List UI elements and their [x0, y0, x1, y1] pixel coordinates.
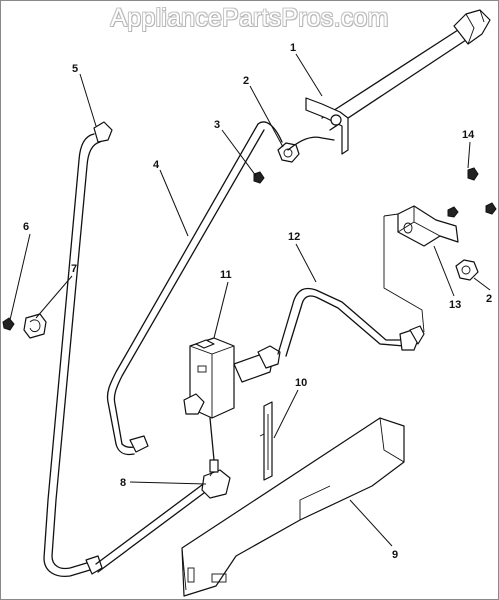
callout-12: 12	[288, 231, 300, 243]
part-1-manifold-pipe[interactable]	[305, 9, 491, 155]
part-12-tube[interactable]	[277, 287, 425, 357]
callout-13: 13	[449, 299, 461, 311]
part-8-fitting[interactable]	[201, 459, 231, 499]
watermark: AppliancePartsPros.com	[110, 4, 389, 32]
part-10-bracket[interactable]	[259, 401, 273, 481]
part-5-tube[interactable]	[43, 121, 217, 578]
part-9-panel[interactable]	[181, 417, 405, 597]
part-2-nut-upper[interactable]	[277, 142, 300, 163]
callout-11: 11	[220, 269, 232, 281]
callout-2-upper: 2	[243, 75, 249, 87]
part-2-nut-lower[interactable]	[455, 259, 479, 281]
callout-10: 10	[295, 377, 307, 389]
callout-7: 7	[71, 263, 77, 275]
callout-4: 4	[153, 159, 160, 171]
callout-2-lower: 2	[486, 293, 492, 305]
callout-8: 8	[120, 477, 126, 489]
callout-3: 3	[214, 119, 220, 131]
part-6-screw[interactable]	[2, 317, 15, 331]
callout-6: 6	[23, 221, 29, 233]
part-3-screw[interactable]	[253, 171, 265, 184]
callout-5: 5	[72, 63, 78, 75]
part-13-bracket[interactable]	[383, 205, 459, 333]
part-14-screws[interactable]	[447, 167, 497, 218]
part-7-clip[interactable]	[23, 313, 47, 339]
callout-9: 9	[392, 549, 398, 561]
leader-lines	[9, 53, 491, 547]
callout-1: 1	[290, 42, 296, 54]
part-11-valve[interactable]	[183, 337, 281, 461]
part-4-tube[interactable]	[106, 121, 335, 456]
callout-14: 14	[462, 129, 475, 141]
